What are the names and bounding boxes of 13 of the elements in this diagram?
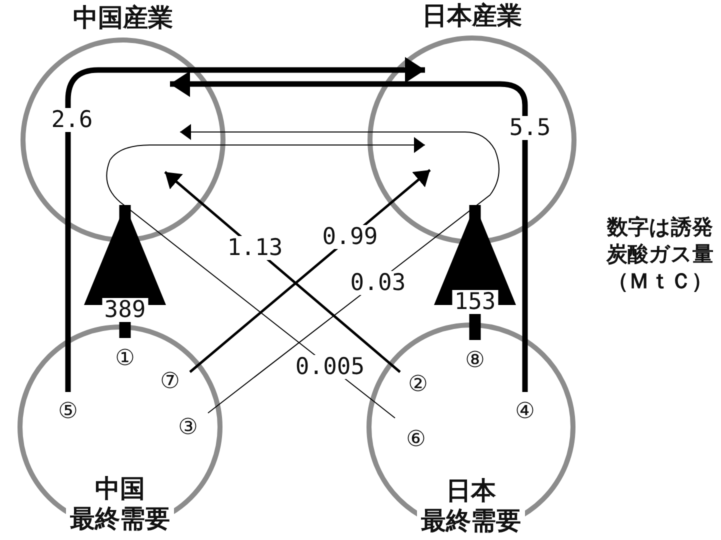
- edge-label: 389: [102, 298, 148, 322]
- arrow: [65, 57, 425, 100]
- node-heading: 最終需要: [66, 504, 174, 534]
- node-heading: 最終需要: [417, 506, 525, 536]
- arrow: [189, 169, 431, 373]
- arrow: [110, 137, 426, 160]
- arrow: [84, 205, 166, 338]
- arrow: [434, 205, 516, 340]
- arrow: [170, 71, 528, 106]
- arrow: [180, 124, 496, 150]
- edge-label: 153: [452, 290, 498, 314]
- note-text: 数字は誘発炭酸ガス量（ＭｔＣ）: [605, 214, 714, 295]
- arrow: [164, 171, 401, 373]
